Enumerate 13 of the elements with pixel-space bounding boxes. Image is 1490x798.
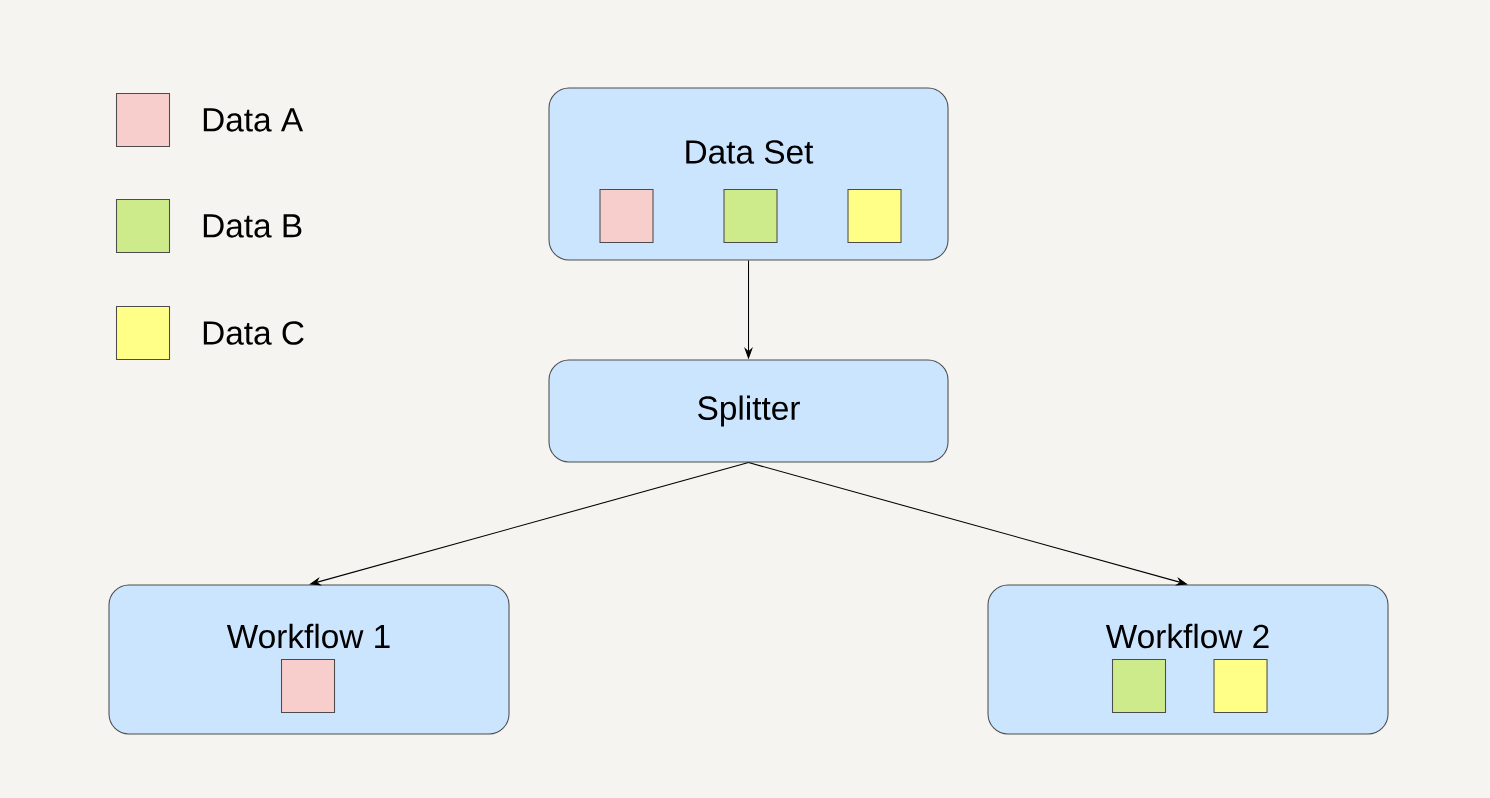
process-box: Workflow 2 xyxy=(987,584,1389,735)
process-box: Workflow 1 xyxy=(108,584,510,735)
legend-label: Data C xyxy=(203,321,304,345)
arrow xyxy=(748,462,1188,586)
data-square xyxy=(599,189,654,244)
data-square xyxy=(1112,659,1167,714)
legend-label: Data A xyxy=(203,108,304,132)
legend-label: Data B xyxy=(203,214,302,238)
data-square xyxy=(723,189,778,244)
process-box: Splitter xyxy=(548,359,949,463)
data-square xyxy=(847,189,902,244)
data-square xyxy=(1213,659,1268,714)
data-square xyxy=(281,659,336,714)
